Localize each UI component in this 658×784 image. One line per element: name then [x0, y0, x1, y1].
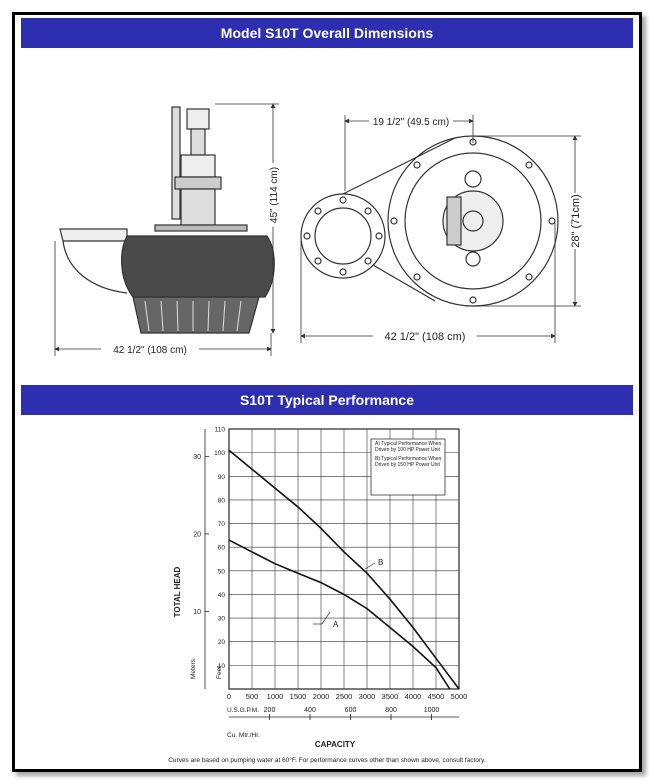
side-width-bg [101, 342, 199, 356]
performance-title: S10T Typical Performance [21, 385, 633, 415]
performance-chart: 0 500 1000 1500 2000 2500 3000 3500 4000 4500 5000… [168, 427, 486, 765]
side-width-label: 42 1/2" (108 cm) [113, 345, 187, 356]
top-view [300, 135, 559, 307]
y-tick-label: 80 [218, 497, 226, 504]
y-tick-label: 10 [218, 663, 226, 670]
y-tick-label: 50 [218, 568, 226, 575]
curve-a [228, 539, 451, 690]
cum-tick-label: 1000 [424, 707, 440, 714]
legend-box [370, 438, 446, 496]
dimensions-drawing: 42 1/2" (108 cm) 45" (114 cm) [54, 103, 583, 356]
x-tick-label: 3500 [382, 692, 399, 701]
x-tick-label: 4000 [405, 692, 422, 701]
y-tick-label: 100 [214, 450, 225, 457]
cum-tick-label: 800 [385, 707, 397, 714]
cum-tick-label: 200 [264, 707, 276, 714]
y-tick-label: 70 [218, 521, 226, 528]
side-height-label: 45" (114 cm) [269, 167, 280, 223]
side-view [59, 106, 275, 334]
chart-series [228, 449, 460, 690]
x-tick-label: 5000 [451, 692, 468, 701]
meters-tick-label: 30 [193, 454, 201, 461]
meters-tick-label: 20 [193, 531, 201, 538]
feet-unit-label: Feet [216, 666, 223, 679]
legend-a: A) Typical Performance When Driven by 10… [375, 441, 442, 453]
y-tick-label: 20 [218, 639, 226, 646]
top-partial-width-label: 19 1/2" (49.5 cm) [373, 117, 449, 128]
y-tick-label: 40 [218, 592, 226, 599]
y-axis-label: TOTAL HEAD [173, 566, 182, 617]
x-tick-label: 2500 [336, 692, 353, 701]
y-tick-label: 90 [218, 474, 226, 481]
cum-tick-label: 400 [304, 707, 316, 714]
dimensions-title: Model S10T Overall Dimensions [21, 18, 633, 48]
x-tick-label: 500 [246, 692, 259, 701]
x-tick-label: 0 [227, 692, 231, 701]
x-tick-label: 2000 [313, 692, 330, 701]
cum-unit-label: Cu. Mtr./Hr. [227, 732, 260, 739]
pump-body [121, 235, 275, 298]
x-tick-label: 3000 [359, 692, 376, 701]
gpm-unit-label: U.S.G.P.M. [227, 707, 259, 714]
top-width-label: 42 1/2" (108 cm) [385, 331, 466, 343]
inlet-flange [300, 193, 386, 279]
meters-tick-label: 10 [193, 609, 201, 616]
legend-b: B) Typical Performance When Driven by 15… [375, 456, 442, 468]
curve-a-label: A [333, 620, 339, 629]
y-tick-label: 30 [218, 616, 226, 623]
spec-sheet: Model S10T Overall Dimensions [12, 12, 642, 772]
meters-unit-label: Meters [190, 658, 197, 679]
chart-footnote: Curves are based on pumping water at 60°… [168, 756, 486, 764]
chart-ticks: 0 500 1000 1500 2000 2500 3000 3500 4000 4500 5000… [193, 427, 468, 720]
top-height-label: 28" (71cm) [570, 194, 582, 247]
x-axis-label: CAPACITY [315, 740, 356, 749]
cum-tick-label: 600 [345, 707, 357, 714]
side-mast [171, 106, 181, 220]
x-tick-label: 1500 [290, 692, 307, 701]
x-tick-label: 4500 [428, 692, 445, 701]
curve-b-label: B [378, 558, 383, 567]
x-tick-label: 1000 [267, 692, 284, 701]
curve-b [228, 449, 460, 690]
y-tick-label: 60 [218, 545, 226, 552]
y-tick-label: 110 [215, 427, 226, 434]
